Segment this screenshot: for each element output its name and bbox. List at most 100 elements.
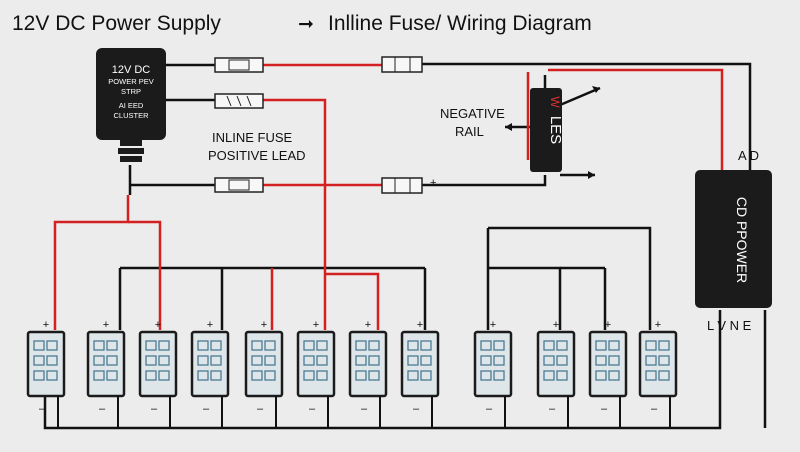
title-left: 12V DC Power Supply — [12, 12, 221, 35]
adapter-plug-3 — [120, 156, 142, 162]
adapter-line1: 12V DC — [112, 64, 151, 76]
fuse-top-right-element — [394, 57, 411, 72]
fuse-lower-element — [228, 179, 250, 191]
led-cell — [46, 340, 58, 351]
led-cell — [595, 340, 607, 351]
led-cell — [368, 340, 380, 351]
led-module-1: +– — [26, 319, 66, 428]
led-cell — [407, 355, 419, 366]
led-cell — [264, 355, 276, 366]
led-cell — [543, 370, 555, 381]
led-cell — [543, 355, 555, 366]
led-cell — [608, 370, 620, 381]
led-cell — [595, 370, 607, 381]
right-power-box: CD PPOWER A D L V N E — [695, 148, 772, 333]
led-module-12: +– — [638, 319, 678, 428]
wire-red-m7 — [325, 272, 380, 330]
fuse-lower-right — [381, 177, 423, 194]
led-module-plus: + — [103, 319, 109, 331]
fuse-lower-right-element — [394, 178, 411, 193]
led-cell — [645, 370, 657, 381]
led-module-plus: + — [655, 319, 661, 331]
led-cell — [420, 355, 432, 366]
wire-switch-out — [559, 86, 601, 107]
led-module-minus: – — [203, 403, 210, 415]
right-power-box-body — [695, 170, 772, 308]
led-module-plus: + — [605, 319, 611, 331]
led-cell — [658, 370, 670, 381]
led-cell — [251, 340, 263, 351]
led-cell — [493, 370, 505, 381]
led-module-5: +– — [244, 319, 284, 428]
led-cell — [251, 355, 263, 366]
led-cell — [595, 355, 607, 366]
led-module-minus: – — [309, 403, 316, 415]
wire-bottom-common — [43, 310, 722, 430]
led-module-plus: + — [43, 319, 49, 331]
led-cell — [480, 340, 492, 351]
switch-box-body — [530, 88, 562, 172]
led-modules: +–+–+–+–+–+–+–+–+–+–+–+– — [26, 319, 678, 428]
negative-label: NEGATIVE — [440, 106, 505, 121]
positive-wires — [53, 63, 724, 330]
led-module-4: +– — [190, 319, 230, 428]
rail-label: RAIL — [455, 124, 484, 139]
led-cell — [158, 355, 170, 366]
wire-middle-fuse-red — [262, 98, 327, 330]
led-module-minus: – — [99, 403, 106, 415]
title-arrow: ➞ — [298, 14, 314, 35]
fuse-lower — [214, 177, 264, 193]
led-cell — [106, 355, 118, 366]
negative-wires — [43, 62, 767, 430]
led-cell — [93, 370, 105, 381]
led-module-10: +– — [536, 319, 576, 428]
led-cell — [355, 370, 367, 381]
led-cell — [608, 355, 620, 366]
led-cell — [368, 355, 380, 366]
adapter-line5: CLUSTER — [113, 111, 149, 120]
led-module-plus: + — [490, 319, 496, 331]
led-cell — [556, 340, 568, 351]
led-module-2: +– — [86, 319, 126, 428]
led-cell — [316, 340, 328, 351]
led-cell — [145, 340, 157, 351]
led-cell — [158, 340, 170, 351]
power-adapter: 12V DC POWER PEV STRP AI EED CLUSTER — [96, 48, 166, 162]
led-module-minus: – — [361, 403, 368, 415]
led-cell — [355, 340, 367, 351]
led-module-plus: + — [365, 319, 371, 331]
wire-red-m3 — [128, 220, 162, 330]
adapter-line3: STRP — [121, 87, 141, 96]
led-cell — [93, 355, 105, 366]
led-module-11: +– — [588, 319, 628, 428]
led-module-minus: – — [151, 403, 158, 415]
led-cell — [420, 340, 432, 351]
fuse-middle-element — [226, 95, 252, 107]
right-box-top-terminals: A D — [738, 148, 759, 163]
switch-box-text: LES — [547, 116, 564, 144]
led-cell — [316, 370, 328, 381]
led-cell — [106, 370, 118, 381]
adapter-plug-1 — [120, 140, 142, 146]
led-module-6: +– — [296, 319, 336, 428]
led-module-7: +– — [348, 319, 388, 428]
led-cell — [46, 355, 58, 366]
adapter-body — [96, 48, 166, 140]
switch-bottom-arrow-icon — [588, 171, 595, 179]
led-cell — [608, 340, 620, 351]
inline-fuse-label: INLINE FUSE — [212, 130, 293, 145]
led-cell — [493, 355, 505, 366]
wire-top-black-rail — [420, 62, 752, 170]
led-module-plus: + — [261, 319, 267, 331]
fuse-top-body — [214, 57, 264, 73]
led-module-minus: – — [39, 403, 46, 415]
led-cell — [33, 340, 45, 351]
led-cell — [197, 355, 209, 366]
led-cell — [303, 340, 315, 351]
fuse-lower-right-body — [381, 177, 423, 194]
led-cell — [145, 370, 157, 381]
led-module-plus: + — [155, 319, 161, 331]
positive-lead-label: POSITIVE LEAD — [208, 148, 306, 163]
